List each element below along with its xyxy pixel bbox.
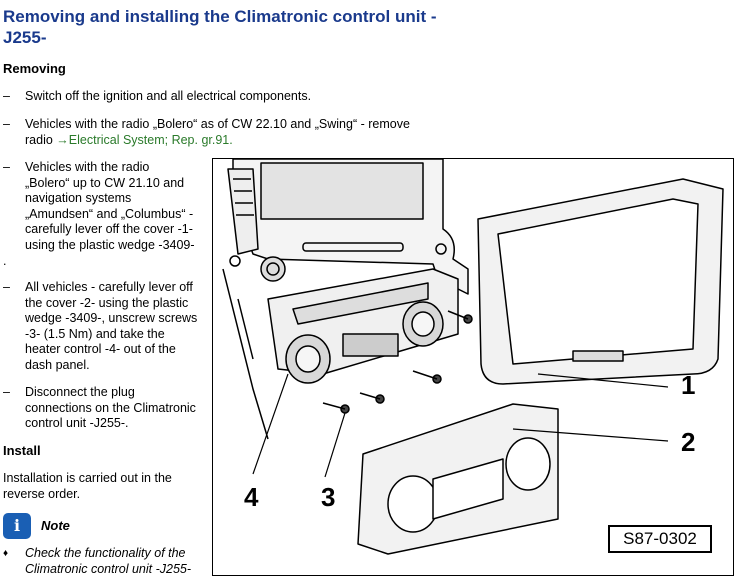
step-line: Vehicles with the radio „Bolero“ as of C… xyxy=(25,117,410,131)
step-line: navigation systems xyxy=(25,191,132,206)
step-line: Switch off the ignition and all electric… xyxy=(25,89,312,103)
step-dash: – xyxy=(3,385,10,399)
figure-reference: S87-0302 xyxy=(608,525,712,553)
step-line: wedge -3409-, unscrew screws xyxy=(25,311,198,326)
step-dash: – xyxy=(3,160,10,174)
climatronic-figure: 1 2 3 4 S87-0302 xyxy=(212,158,734,576)
step-line: radio xyxy=(25,132,57,147)
callout-1: 1 xyxy=(681,370,696,400)
step-line: Vehicles with the radio xyxy=(25,160,150,174)
step-line: using the plastic wedge -3409- xyxy=(25,237,195,252)
step-line: dash panel. xyxy=(25,357,90,372)
step-line: . xyxy=(3,253,7,268)
callout-4: 4 xyxy=(244,482,259,512)
page-title: Removing and installing the Climatronic … xyxy=(3,7,437,47)
step-dash: – xyxy=(3,117,10,131)
section-heading-install: Install xyxy=(3,443,41,458)
exploded-view-drawing xyxy=(222,159,724,555)
step-line: „Amundsen“ and „Columbus“ - xyxy=(25,206,194,221)
note-label: Note xyxy=(41,518,70,533)
step-dash: – xyxy=(3,280,10,294)
install-line: Installation is carried out in the xyxy=(3,471,172,485)
step-dash: – xyxy=(3,89,10,103)
electrical-system-link[interactable]: →Electrical System; Rep. gr.91. xyxy=(56,132,233,147)
section-heading-removing: Removing xyxy=(3,61,66,76)
note-line: Climatronic control unit -J255- xyxy=(25,561,192,576)
install-paragraph: Installation is carried out in the rever… xyxy=(3,471,172,502)
step-line: control unit -J255-. xyxy=(25,416,129,431)
info-icon: i xyxy=(3,513,31,539)
step-line: the cover -2- using the plastic xyxy=(25,295,189,310)
step-line: heater control -4- out of the xyxy=(25,342,176,357)
step-line: Disconnect the plug xyxy=(25,385,135,399)
diamond-bullet-icon: ♦ xyxy=(3,548,9,559)
callout-2: 2 xyxy=(681,427,696,457)
step-line: All vehicles - carefully lever off xyxy=(25,280,193,294)
step-line: carefully lever off the cover -1- xyxy=(25,222,193,237)
install-line: reverse order. xyxy=(3,486,81,501)
callout-3: 3 xyxy=(321,482,336,512)
step-line: connections on the Climatronic xyxy=(25,400,196,415)
step-line: „Bolero“ up to CW 21.10 and xyxy=(25,175,185,190)
note-line: Check the functionality of the xyxy=(25,546,186,560)
step-line: -3- (1.5 Nm) and take the xyxy=(25,326,165,341)
